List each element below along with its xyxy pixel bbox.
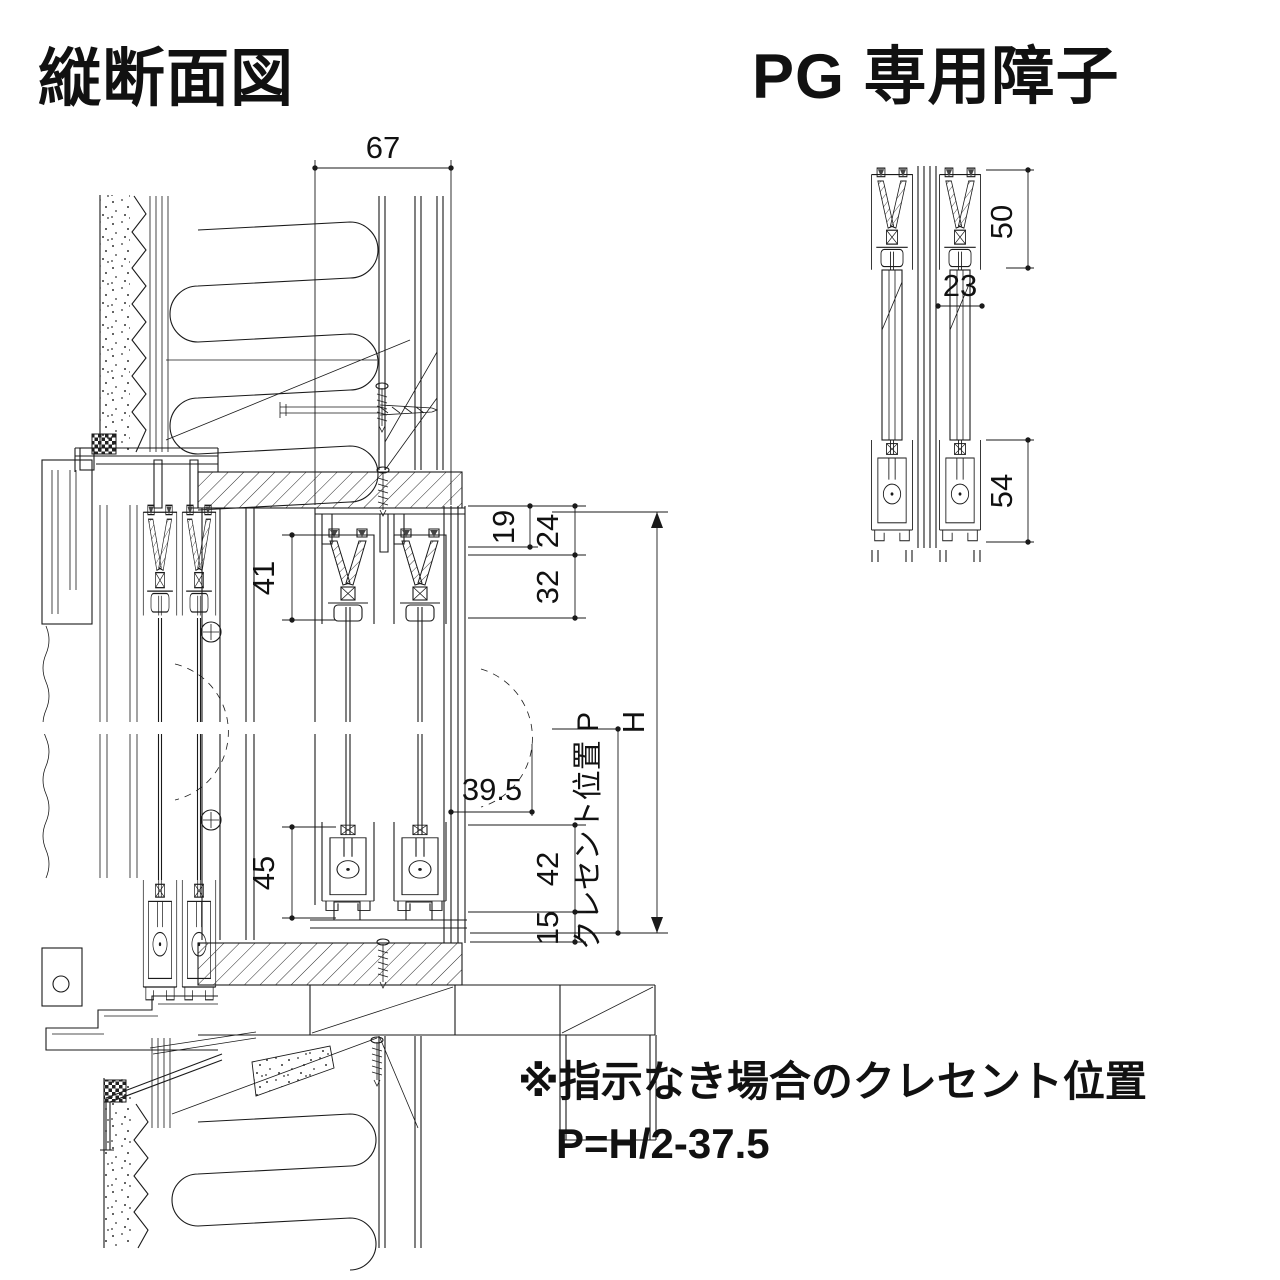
detail-top-rail-a bbox=[870, 167, 914, 271]
dim-crescent-position: クレセント位置 P bbox=[552, 712, 621, 950]
detail-glass-a bbox=[881, 269, 903, 441]
dim-detail-top-rail: 50 bbox=[984, 167, 1034, 271]
dim-height-H: H bbox=[470, 511, 668, 934]
section-break bbox=[40, 722, 432, 734]
dim-label-45: 45 bbox=[246, 856, 281, 890]
dimensions-main: 67 19 24 32 41 H クレセント位置 P bbox=[246, 130, 668, 950]
dim-label-39-5: 39.5 bbox=[462, 772, 522, 807]
studs-lower bbox=[378, 1036, 422, 1248]
detail-bottom-rail-a bbox=[871, 439, 913, 542]
stucco-finish-upper bbox=[100, 195, 130, 452]
dim-label-67: 67 bbox=[366, 130, 400, 165]
interior-casing-lines bbox=[443, 506, 466, 943]
outer-glass-b bbox=[196, 618, 202, 880]
inner-window bbox=[310, 506, 467, 943]
inner-sash-bottom-rail-b bbox=[393, 821, 447, 912]
dim-label-50: 50 bbox=[984, 205, 1019, 239]
dim-top-rail: 41 bbox=[246, 532, 336, 623]
outer-sash-bottom-rail-a bbox=[142, 879, 178, 1001]
dim-crescent-offset: 39.5 bbox=[448, 744, 535, 816]
dim-detail-bottom-rail: 54 bbox=[984, 437, 1034, 545]
mortar-wedge bbox=[251, 1045, 335, 1097]
dim-sill-group: 42 15 bbox=[468, 822, 586, 945]
inner-sash-top-rail-a bbox=[321, 528, 375, 625]
crescent-note-line2: P=H/2-37.5 bbox=[556, 1120, 770, 1167]
dim-label-19: 19 bbox=[486, 510, 521, 544]
outer-sash-top-rail-b bbox=[181, 504, 217, 617]
outer-track-channel bbox=[41, 947, 83, 1007]
under-sill-screw bbox=[370, 1036, 384, 1087]
insulation-batt-lower bbox=[171, 1113, 377, 1271]
wall-section-lower bbox=[100, 1031, 422, 1271]
studs-upper bbox=[378, 196, 444, 470]
sash-detail-view: 50 23 54 bbox=[870, 166, 1034, 562]
outer-sash-top-rail-a bbox=[142, 504, 178, 617]
crescent-note-line1: ※指示なき場合のクレセント位置 bbox=[518, 1058, 1147, 1105]
hardware bbox=[174, 621, 533, 831]
outer-window bbox=[41, 459, 218, 1051]
dim-label-54: 54 bbox=[984, 474, 1019, 508]
dim-label-crescent: クレセント位置 P bbox=[572, 712, 605, 950]
detail-top-rail-b bbox=[938, 167, 982, 271]
inner-sash-top-rail-b bbox=[393, 528, 447, 625]
inner-sash-bottom-rail-a bbox=[321, 821, 375, 912]
dim-label-42: 42 bbox=[530, 852, 565, 886]
frame-screw-upper bbox=[375, 382, 389, 433]
mullion-screw-top bbox=[200, 621, 222, 643]
sealant-backer-lower bbox=[103, 1079, 127, 1103]
dim-label-15: 15 bbox=[530, 911, 565, 945]
dim-bottom-rail: 45 bbox=[246, 824, 336, 921]
dim-label-24: 24 bbox=[530, 514, 565, 548]
dim-detail-thickness: 23 bbox=[935, 268, 985, 309]
stucco-zigzag-lower bbox=[133, 1103, 149, 1249]
wall-section-upper bbox=[91, 195, 444, 511]
dim-frame-depth: 67 bbox=[312, 130, 454, 505]
sill-hatch bbox=[197, 942, 463, 986]
sill-structure bbox=[197, 938, 657, 1141]
detail-center-stile-lines bbox=[917, 166, 937, 548]
dim-label-H: H bbox=[616, 711, 651, 733]
crescent-swing-arc-outer bbox=[174, 663, 229, 801]
detail-bottom-rail-b bbox=[939, 439, 981, 542]
stucco-zigzag-upper bbox=[131, 195, 147, 453]
mullion-screw-bottom bbox=[200, 809, 222, 831]
outer-glass-a bbox=[157, 618, 163, 880]
crescent-swing-arc-inner bbox=[480, 668, 533, 808]
sealant-backer-upper bbox=[91, 433, 117, 455]
outer-sill-profile bbox=[45, 995, 218, 1051]
dim-label-32: 32 bbox=[530, 570, 565, 604]
window-head bbox=[74, 447, 465, 553]
sash-detail-title: PG 専用障子 bbox=[752, 42, 1120, 112]
dim-label-41: 41 bbox=[246, 561, 281, 595]
insulation-batt-upper bbox=[169, 221, 379, 511]
dim-label-23: 23 bbox=[943, 268, 977, 303]
screen-mesh-wave bbox=[42, 625, 50, 879]
section-view-title: 縦断面図 bbox=[38, 44, 294, 114]
stucco-finish-lower bbox=[104, 1078, 132, 1248]
dim-head-group: 19 24 32 bbox=[468, 503, 586, 621]
head-lintel-hatch bbox=[197, 471, 463, 509]
shutter-channel bbox=[41, 459, 93, 625]
frame-screw-horizontal bbox=[279, 402, 439, 418]
